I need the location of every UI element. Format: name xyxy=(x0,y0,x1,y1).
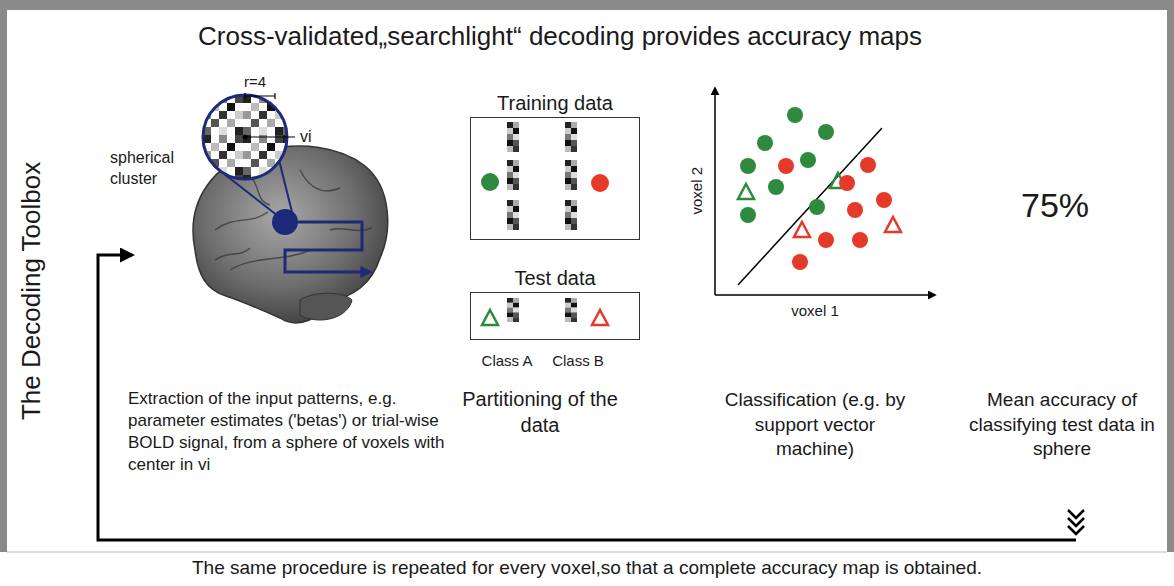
test-patterns xyxy=(482,298,608,325)
class-label: Class B xyxy=(546,351,610,371)
step-label: Mean accuracy of classifying test data i… xyxy=(962,388,1162,462)
searchlight-sphere xyxy=(272,209,298,235)
data-box: Training data xyxy=(470,117,640,240)
axis-label: voxel 2 xyxy=(687,151,707,231)
radius-bracket xyxy=(245,93,275,99)
zoom-line xyxy=(279,160,292,212)
axis-label: voxel 1 xyxy=(780,301,850,321)
leader-line xyxy=(245,136,295,137)
scatter-plot xyxy=(715,88,935,295)
title: Cross-validated„searchlight“ decoding pr… xyxy=(80,20,1040,54)
frame-band xyxy=(1167,0,1174,552)
frame-band xyxy=(0,0,1174,10)
step-label: Partitioning of the data xyxy=(455,386,625,438)
caption: The same procedure is repeated for every… xyxy=(20,556,1154,581)
step-label: Extraction of the input patterns, e.g. p… xyxy=(128,388,458,476)
loop-arrow xyxy=(98,255,1076,540)
center-voxel xyxy=(243,135,248,140)
radius-label: r=4 xyxy=(244,72,284,92)
training-patterns xyxy=(481,122,609,230)
class-label: Class A xyxy=(475,351,539,371)
frame-band xyxy=(0,0,7,552)
data-box: Test data xyxy=(470,292,640,340)
voxel-label: vi xyxy=(300,127,340,148)
box-heading: Training data xyxy=(497,92,613,115)
box-heading: Test data xyxy=(514,267,595,290)
frame-line xyxy=(7,552,1167,553)
cluster-label: spherical cluster xyxy=(110,148,196,190)
side-title: The Decoding Toolbox xyxy=(15,91,49,491)
accuracy-value: 75% xyxy=(995,183,1115,227)
down-chevrons xyxy=(1068,510,1084,534)
step-label: Classification (e.g. by support vector m… xyxy=(715,388,915,462)
scan-path xyxy=(285,222,370,272)
